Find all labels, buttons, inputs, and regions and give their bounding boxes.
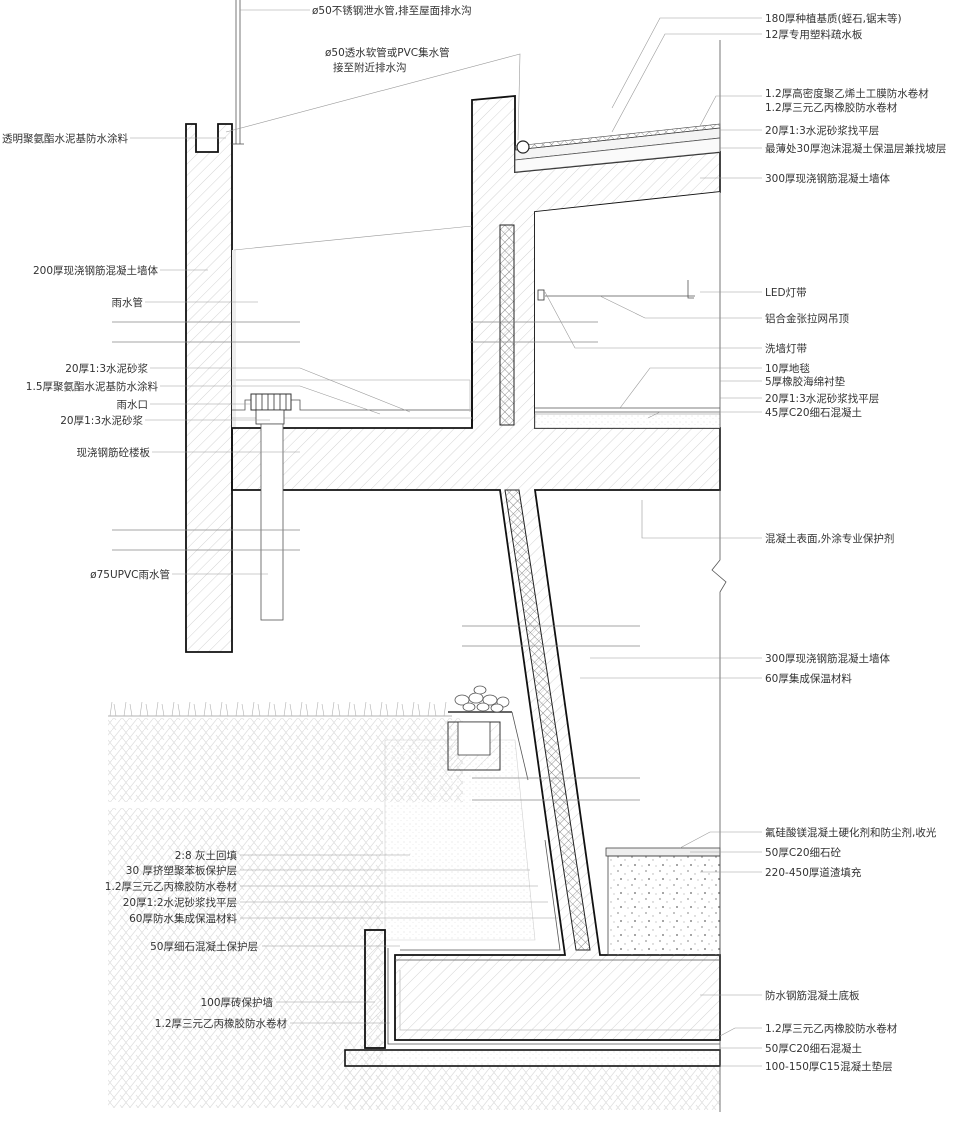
label-pu-coating: 1.5厚聚氨酯水泥基防水涂料	[26, 380, 159, 393]
roof-buildup	[514, 123, 721, 173]
label-epdm-wall: 1.2厚三元乙丙橡胶防水卷材	[105, 880, 238, 893]
label-collector-pipe-2: 接至附近排水沟	[333, 61, 407, 74]
label-insulation-wall: 60厚防水集成保温材料	[129, 912, 237, 925]
label-lime-soil: 2:8 灰土回填	[175, 849, 238, 862]
label-fine-concrete-50: 50厚C20细石混凝土	[765, 1042, 862, 1055]
ceiling-lights	[537, 280, 695, 301]
label-ceiling: 铝合金张拉网吊顶	[765, 312, 849, 325]
floor-buildup	[232, 379, 721, 429]
label-fine-stone-50: 50厚C20细石砼	[765, 846, 842, 859]
label-rain-outlet: 雨水口	[117, 399, 149, 411]
label-wall-200: 200厚现浇钢筋混凝土墙体	[33, 264, 159, 277]
label-concrete-protect: 混凝土表面,外涂专业保护剂	[765, 532, 894, 545]
label-floor-slab: 现浇钢筋砼楼板	[77, 446, 151, 459]
label-epdm-base: 1.2厚三元乙丙橡胶防水卷材	[765, 1022, 898, 1035]
label-wall-300-mid: 300厚现浇钢筋混凝土墙体	[765, 652, 891, 665]
label-xps-board: 30 厚挤塑聚苯板保护层	[126, 864, 237, 877]
label-epdm-top: 1.2厚三元乙丙橡胶防水卷材	[765, 101, 898, 114]
central-structure	[231, 95, 721, 1041]
label-mortar-12: 20厚1:2水泥砂浆找平层	[123, 896, 237, 909]
label-fine-concrete-45: 45厚C20细石混凝土	[765, 406, 862, 419]
label-mortar-20-b: 20厚1:3水泥砂浆	[60, 414, 143, 427]
break-marks	[112, 321, 640, 801]
label-waterproof-base: 防水钢筋混凝土底板	[765, 989, 860, 1002]
label-roadbed-fill: 220-450厚道渣填充	[765, 866, 862, 879]
insulation-strips	[499, 224, 591, 951]
rain-outlet	[250, 393, 292, 621]
label-mortar-20-a: 20厚1:3水泥砂浆	[65, 362, 148, 375]
label-top-drain-pipe: ø50不锈钢泄水管,排至屋面排水沟	[312, 4, 472, 17]
label-epdm-outer: 1.2厚三元乙丙橡胶防水卷材	[155, 1017, 288, 1030]
label-fine-protect-50: 50厚细石混凝土保护层	[150, 940, 258, 953]
label-hdpe-membrane: 1.2厚高密度聚乙烯土工膜防水卷材	[765, 87, 929, 100]
leader-lines	[130, 9, 762, 1067]
label-hardener: 氟硅酸镁混凝土硬化剂和防尘剂,收光	[765, 826, 937, 839]
label-foam-concrete: 最薄处30厚泡沫混凝土保温层兼找坡层	[765, 142, 946, 155]
brick-wall	[364, 929, 386, 1049]
label-mortar-top: 20厚1:3水泥砂浆找平层	[765, 124, 879, 137]
label-mortar-floor: 20厚1:3水泥砂浆找平层	[765, 392, 879, 405]
label-wall-300-top: 300厚现浇钢筋混凝土墙体	[765, 172, 891, 185]
label-carpet: 10厚地毯	[765, 362, 810, 375]
grade-drain	[447, 685, 529, 781]
annotation-labels: ø50不锈钢泄水管,排至屋面排水沟 ø50透水软管或PVC集水管 接至附近排水沟…	[2, 4, 946, 1073]
floor-fill	[605, 847, 721, 956]
label-cushion: 100-150厚C15混凝土垫层	[765, 1060, 893, 1073]
label-upvc-pipe: ø75UPVC雨水管	[90, 568, 170, 581]
label-brick-wall: 100厚砖保护墙	[200, 996, 273, 1009]
stainless-drain-pipe	[232, 0, 244, 145]
label-rubber-pad: 5厚橡胶海绵衬垫	[765, 375, 846, 388]
label-insulation-60: 60厚集成保温材料	[765, 672, 852, 685]
soil-hatch	[108, 701, 720, 1110]
label-drain-board: 12厚专用塑料疏水板	[765, 28, 863, 41]
left-parapet-wall	[185, 123, 236, 653]
label-rain-pipe: 雨水管	[112, 296, 144, 309]
break-line	[711, 40, 727, 1112]
label-wall-washer: 洗墙灯带	[765, 342, 807, 355]
label-transparent-coating: 透明聚氨酯水泥基防水涂料	[2, 132, 128, 145]
label-collector-pipe-1: ø50透水软管或PVC集水管	[325, 46, 450, 59]
label-led-strip: LED灯带	[765, 287, 807, 299]
label-planting-substrate: 180厚种植基质(蛭石,锯末等)	[765, 12, 902, 25]
